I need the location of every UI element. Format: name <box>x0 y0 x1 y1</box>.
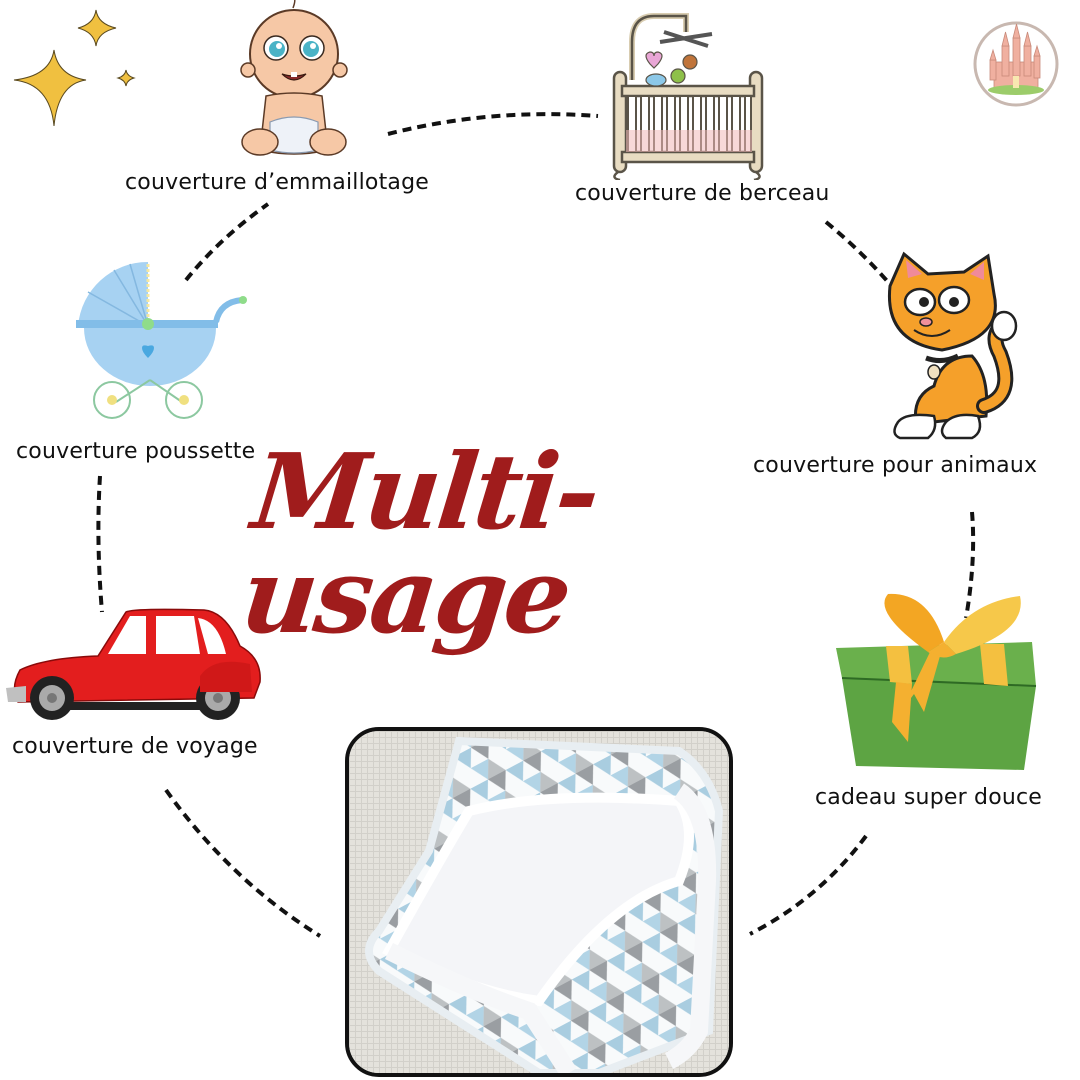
stroller-icon <box>76 262 247 419</box>
label-berceau: couverture de berceau <box>575 181 830 206</box>
blanket-photo <box>345 727 733 1077</box>
sparkle-stars-icon <box>13 9 136 127</box>
crib-icon <box>612 13 764 180</box>
page-title: Multi-usage <box>236 430 603 657</box>
castle-logo-icon <box>973 21 1059 107</box>
car-icon <box>6 608 261 720</box>
baby-icon <box>240 0 348 156</box>
label-poussette: couverture poussette <box>16 439 256 464</box>
cat-icon <box>887 251 1018 440</box>
label-cadeau: cadeau super douce <box>815 785 1043 810</box>
gift-icon <box>836 593 1037 770</box>
blanket-illustration <box>349 731 729 1073</box>
label-voyage: couverture de voyage <box>12 734 258 759</box>
label-animaux: couverture pour animaux <box>753 453 1038 478</box>
label-emmaillotage: couverture d’emmaillotage <box>125 170 429 195</box>
